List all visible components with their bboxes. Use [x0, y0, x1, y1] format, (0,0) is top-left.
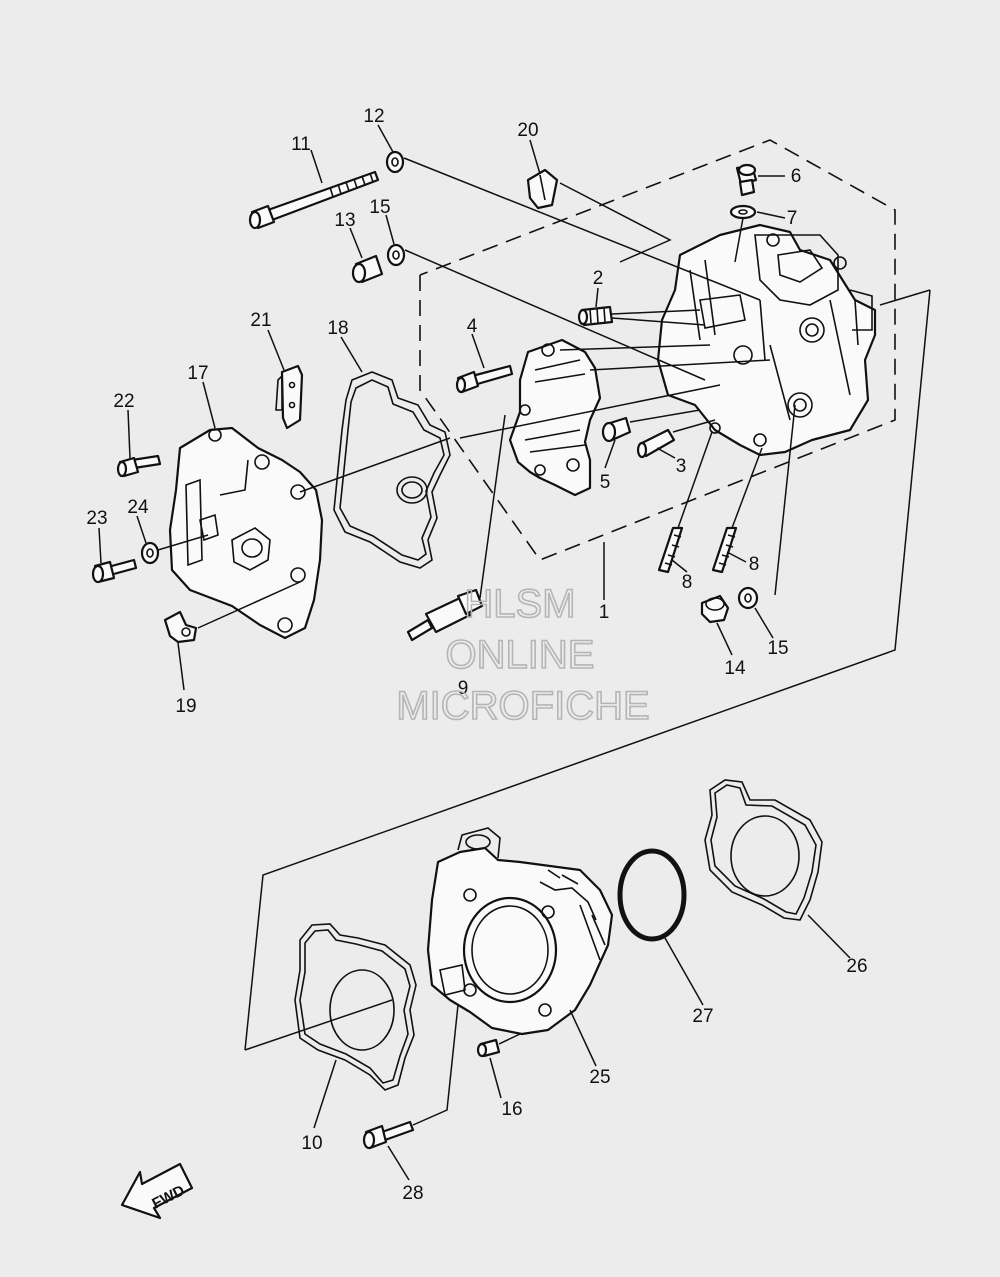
- callout-27: 27: [692, 1006, 713, 1027]
- part-21-bracket: [275, 364, 304, 430]
- callout-18: 18: [327, 318, 348, 339]
- callout-6: 6: [791, 166, 802, 187]
- callout-12: 12: [363, 106, 384, 127]
- callout-9: 9: [458, 678, 469, 699]
- callout-2: 2: [593, 268, 604, 289]
- callout-25: 25: [589, 1067, 610, 1088]
- callout-8-right: 8: [749, 554, 760, 575]
- part-14-nut: [700, 594, 730, 624]
- callout-23: 23: [86, 508, 107, 529]
- part-15-washer-lower: [737, 586, 759, 610]
- callout-1: 1: [599, 602, 610, 623]
- part-5-plug: [601, 416, 632, 443]
- part-9-spark-plug: [406, 588, 484, 642]
- callout-26: 26: [846, 956, 867, 977]
- callout-24: 24: [127, 497, 149, 518]
- watermark: HLSM ONLINE MICROFICHE: [396, 581, 651, 729]
- part-7-washer: [729, 204, 757, 220]
- callout-20: 20: [517, 120, 538, 141]
- part-15-washer-upper: [386, 243, 406, 267]
- watermark-line-3: MICROFICHE: [396, 684, 649, 728]
- watermark-line-1: HLSM: [464, 582, 575, 626]
- callout-11: 11: [291, 134, 311, 155]
- part-4-bolt: [455, 364, 514, 394]
- callout-10: 10: [301, 1133, 322, 1154]
- callout-15-lower: 15: [767, 638, 788, 659]
- callout-7: 7: [787, 208, 798, 229]
- assembly-frame-line: [244, 289, 931, 1051]
- part-8-stud-left: [657, 526, 684, 574]
- callout-21: 21: [250, 310, 271, 331]
- callout-19: 19: [175, 696, 196, 717]
- forward-direction-arrow: FWD: [120, 1162, 194, 1220]
- part-13-dowel: [351, 254, 384, 284]
- part-25-cylinder-block: [426, 827, 614, 1036]
- part-26-cylinder-head-gasket: [704, 779, 823, 921]
- callout-22: 22: [113, 391, 134, 412]
- callout-leaders: [98, 124, 851, 1181]
- part-3-pin: [636, 428, 676, 459]
- part-24-washer: [140, 541, 160, 565]
- callout-8-left: 8: [682, 572, 693, 593]
- cylinder-head-part: [656, 223, 877, 457]
- callout-3: 3: [676, 456, 687, 477]
- callout-15-upper: 15: [369, 197, 390, 218]
- part-11-long-bolt: [248, 170, 380, 230]
- callout-17: 17: [187, 363, 208, 384]
- callout-28: 28: [402, 1183, 423, 1204]
- watermark-line-2: ONLINE: [446, 633, 595, 677]
- part-18-head-cover-gasket: [333, 371, 451, 569]
- callout-14: 14: [724, 658, 746, 679]
- part-23-bolt: [91, 558, 138, 584]
- part-8-stud-right: [711, 526, 738, 574]
- callout-13: 13: [334, 210, 355, 231]
- part-20-cap: [526, 168, 559, 210]
- part-27-o-ring: [617, 848, 687, 942]
- part-6-bolt: [735, 163, 758, 197]
- part-28-bolt: [362, 1120, 415, 1150]
- camshaft-holder-part: [508, 338, 602, 497]
- head-assembly-boundary: [419, 139, 896, 561]
- part-16-dowel: [476, 1038, 501, 1058]
- part-17-head-cover: [168, 426, 324, 640]
- part-10-cylinder-base-gasket: [294, 923, 417, 1091]
- part-callout-labels: 1 2 3 4 5 6 7 8 8 9 10 11 12 13 14 15 15…: [86, 106, 867, 1204]
- part-19-clip: [163, 610, 198, 644]
- callout-16: 16: [501, 1099, 522, 1120]
- part-22-bolt: [116, 454, 162, 478]
- part-2-pin: [577, 305, 614, 327]
- callout-5: 5: [600, 472, 611, 493]
- part-12-washer: [385, 150, 405, 174]
- callout-4: 4: [467, 316, 478, 337]
